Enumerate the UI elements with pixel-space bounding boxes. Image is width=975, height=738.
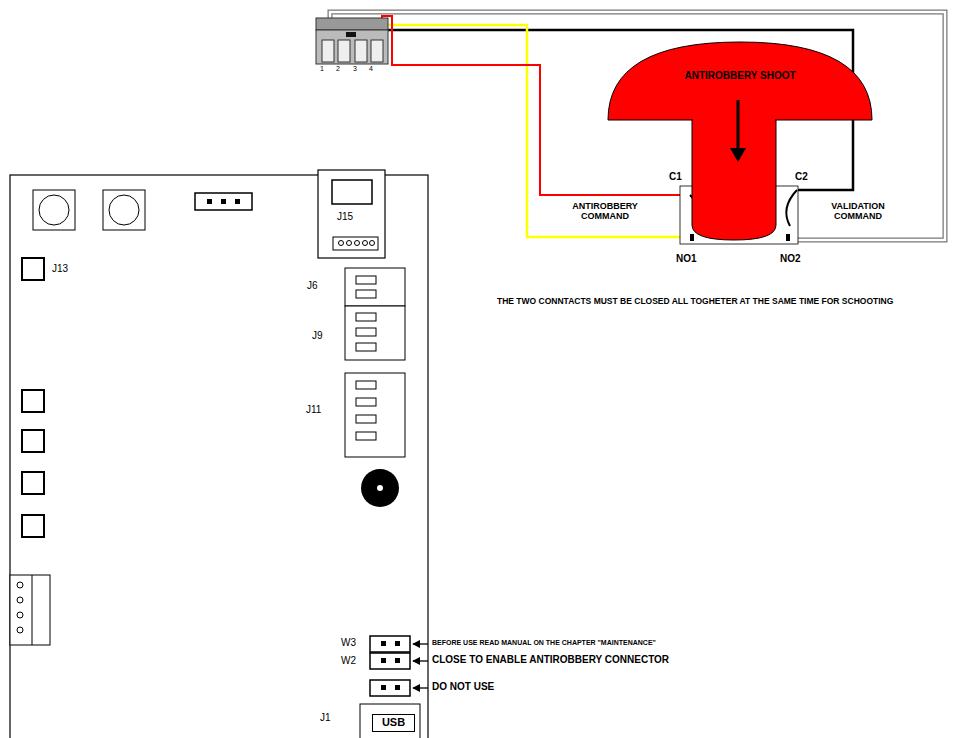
press-arrowhead — [730, 148, 746, 162]
left-components — [22, 258, 44, 537]
connector-name: J11 — [306, 404, 321, 416]
button-stem — [692, 120, 776, 240]
pin-number: 3 — [353, 65, 357, 73]
connector-name: J15 — [337, 211, 353, 223]
pin-header — [195, 193, 252, 210]
plug-connector — [316, 18, 388, 64]
jumper-note: CLOSE TO ENABLE ANTIROBBERY CONNECTOR — [432, 654, 669, 666]
usb-housing — [360, 704, 420, 738]
signal-name: ANTIROBBERY COMMAND — [553, 201, 657, 222]
signal-name: VALIDATION COMMAND — [806, 201, 910, 222]
press-arrow — [737, 100, 740, 152]
contact-name: NO2 — [780, 253, 801, 265]
jumper-note: DO NOT USE — [432, 681, 494, 693]
connector-name: J6 — [307, 280, 318, 292]
contact-name: C2 — [795, 171, 808, 183]
contact-name: C1 — [669, 171, 682, 183]
dip-switches — [345, 268, 405, 457]
warning-note: THE TWO CONNTACTS MUST BE CLOSED ALL TOG… — [497, 297, 967, 307]
connector-name: J9 — [312, 330, 323, 342]
port-label: USB — [373, 716, 414, 730]
usb-port: USB — [372, 714, 415, 732]
buzzer — [361, 469, 399, 507]
wires — [330, 12, 945, 240]
push-buttons — [33, 190, 145, 230]
jumper-name: W2 — [341, 655, 356, 667]
contact-name: NO1 — [676, 253, 697, 265]
jumpers — [370, 636, 428, 696]
jumper-name: W3 — [341, 637, 356, 649]
pin-number: 1 — [320, 65, 324, 73]
jumper-note: BEFORE USE READ MANUAL ON THE CHAPTER "M… — [432, 639, 656, 647]
button-label: ANTIROBBERY SHOOT — [680, 70, 800, 83]
pin-number: 4 — [369, 65, 373, 73]
connector-name: J1 — [320, 712, 331, 724]
j15-connector — [318, 170, 385, 258]
pin-number: 2 — [336, 65, 340, 73]
terminal-block — [10, 575, 50, 645]
button-cap — [608, 42, 872, 120]
antirobbery-button: ANTIROBBERY SHOOT — [606, 40, 874, 245]
connector-name: J13 — [52, 263, 68, 275]
board-outline — [10, 175, 428, 738]
